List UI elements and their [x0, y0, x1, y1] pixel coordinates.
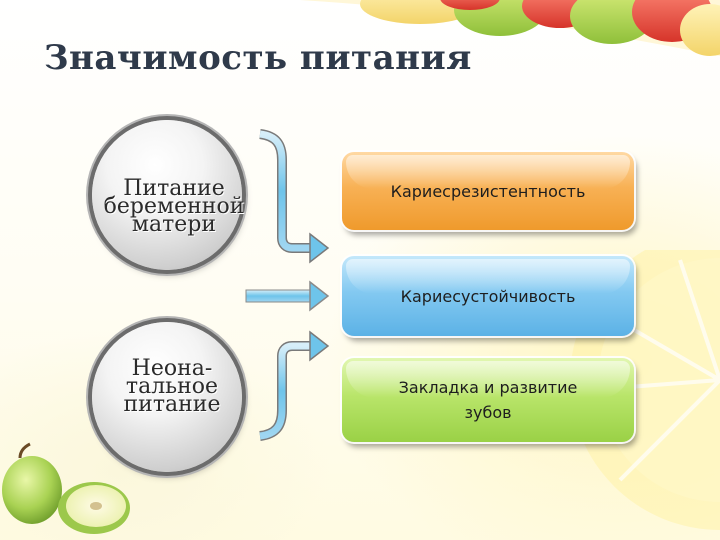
- arrow-bottom-icon: [260, 332, 328, 436]
- outcome-label: Закладка и развитие зубов: [393, 375, 583, 425]
- arrow-middle-icon: [246, 282, 328, 310]
- source-label-neonatal: Неона- тальное питание: [84, 360, 260, 414]
- outcome-label: Кариесрезистентность: [391, 179, 586, 204]
- outcome-box-teeth-development: Закладка и развитие зубов: [342, 358, 634, 442]
- outcome-box-caries-stability: Кариесустойчивость: [342, 256, 634, 336]
- outcome-label: Кариесустойчивость: [401, 284, 576, 309]
- source-label-mother: Питание беременной матери: [54, 180, 294, 234]
- page-title: Значимость питания: [44, 38, 684, 78]
- outcome-box-caries-resistance: Кариесрезистентность: [342, 152, 634, 230]
